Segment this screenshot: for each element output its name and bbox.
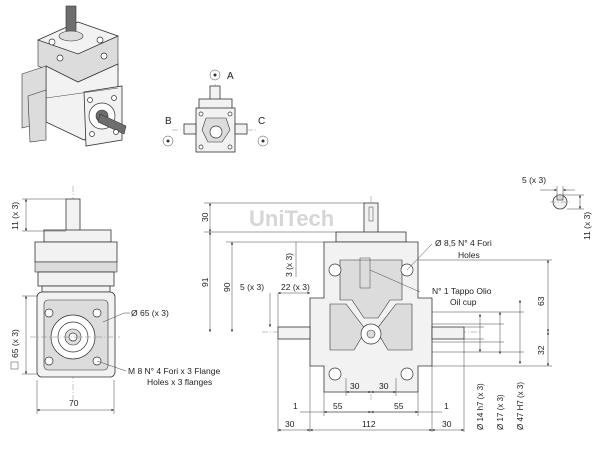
brand-watermark: UniTech bbox=[249, 206, 334, 231]
side-view-drawing bbox=[30, 186, 120, 400]
dim-11x3-side: 11 (x 3) bbox=[10, 202, 20, 230]
note-oil-line2: Oil cup bbox=[450, 297, 477, 307]
dim-22x3: 22 (x 3) bbox=[281, 282, 310, 292]
dim-30-b: 30 bbox=[379, 381, 389, 391]
dim-5x3-front: 5 (x 3) bbox=[240, 282, 264, 292]
dim-30-a: 30 bbox=[350, 381, 360, 391]
front-view-drawing: UniTech bbox=[249, 196, 480, 400]
label-c: C bbox=[258, 116, 265, 127]
dim-55-left: 55 bbox=[333, 401, 343, 411]
dim-65x3-square: 65 (x 3) bbox=[10, 329, 20, 358]
dim-key-width: 5 (x 3) bbox=[522, 175, 546, 185]
rotation-schematic: A B C bbox=[162, 69, 269, 153]
dim-1-right: 1 bbox=[444, 401, 449, 411]
note-oil-line1: N° 1 Tappo Olio bbox=[432, 286, 492, 296]
note-holes-line2: Holes bbox=[458, 250, 480, 260]
dim-1-left: 1 bbox=[293, 401, 298, 411]
dim-3x3: 3 (x 3) bbox=[284, 253, 294, 277]
dia-14h7: Ø 14 h7 (x 3) bbox=[476, 383, 485, 430]
shaft-key-detail: 5 (x 3) 11 (x 3) bbox=[522, 175, 592, 240]
dim-32: 32 bbox=[536, 345, 546, 355]
front-view-dimensions: 30 91 90 3 (x 3) 5 (x 3) 22 (x 3) 30 30 bbox=[200, 202, 552, 432]
dim-70-width: 70 bbox=[69, 398, 79, 408]
note-flange-holes-line1: M 8 N° 4 Fori x 3 Flange bbox=[128, 366, 220, 376]
dim-112: 112 bbox=[362, 419, 376, 429]
note-flange-diameter: Ø 65 (x 3) bbox=[131, 308, 169, 318]
dia-47h7: Ø 47 H7 (x 3) bbox=[516, 382, 525, 430]
dim-55-right: 55 bbox=[394, 401, 404, 411]
label-a: A bbox=[227, 71, 234, 82]
side-view-dimensions: 11 (x 3) 65 (x 3) 70 Ø 65 (x 3) M 8 N° 4… bbox=[10, 198, 220, 414]
note-flange-holes-line2: Holes x 3 flanges bbox=[147, 377, 212, 387]
dim-63: 63 bbox=[536, 296, 546, 306]
label-b: B bbox=[165, 116, 172, 127]
dim-30-left-bottom: 30 bbox=[285, 419, 295, 429]
gearbox-3d-render bbox=[21, 5, 127, 147]
dim-key-height: 11 (x 3) bbox=[582, 212, 592, 240]
dim-30-top: 30 bbox=[200, 212, 210, 222]
note-holes-line1: Ø 8,5 N° 4 Fori bbox=[435, 238, 492, 248]
dia-17: Ø 17 (x 3) bbox=[496, 394, 505, 430]
dim-30-right-bottom: 30 bbox=[442, 419, 452, 429]
dim-91: 91 bbox=[200, 277, 210, 287]
dim-90: 90 bbox=[222, 282, 232, 292]
